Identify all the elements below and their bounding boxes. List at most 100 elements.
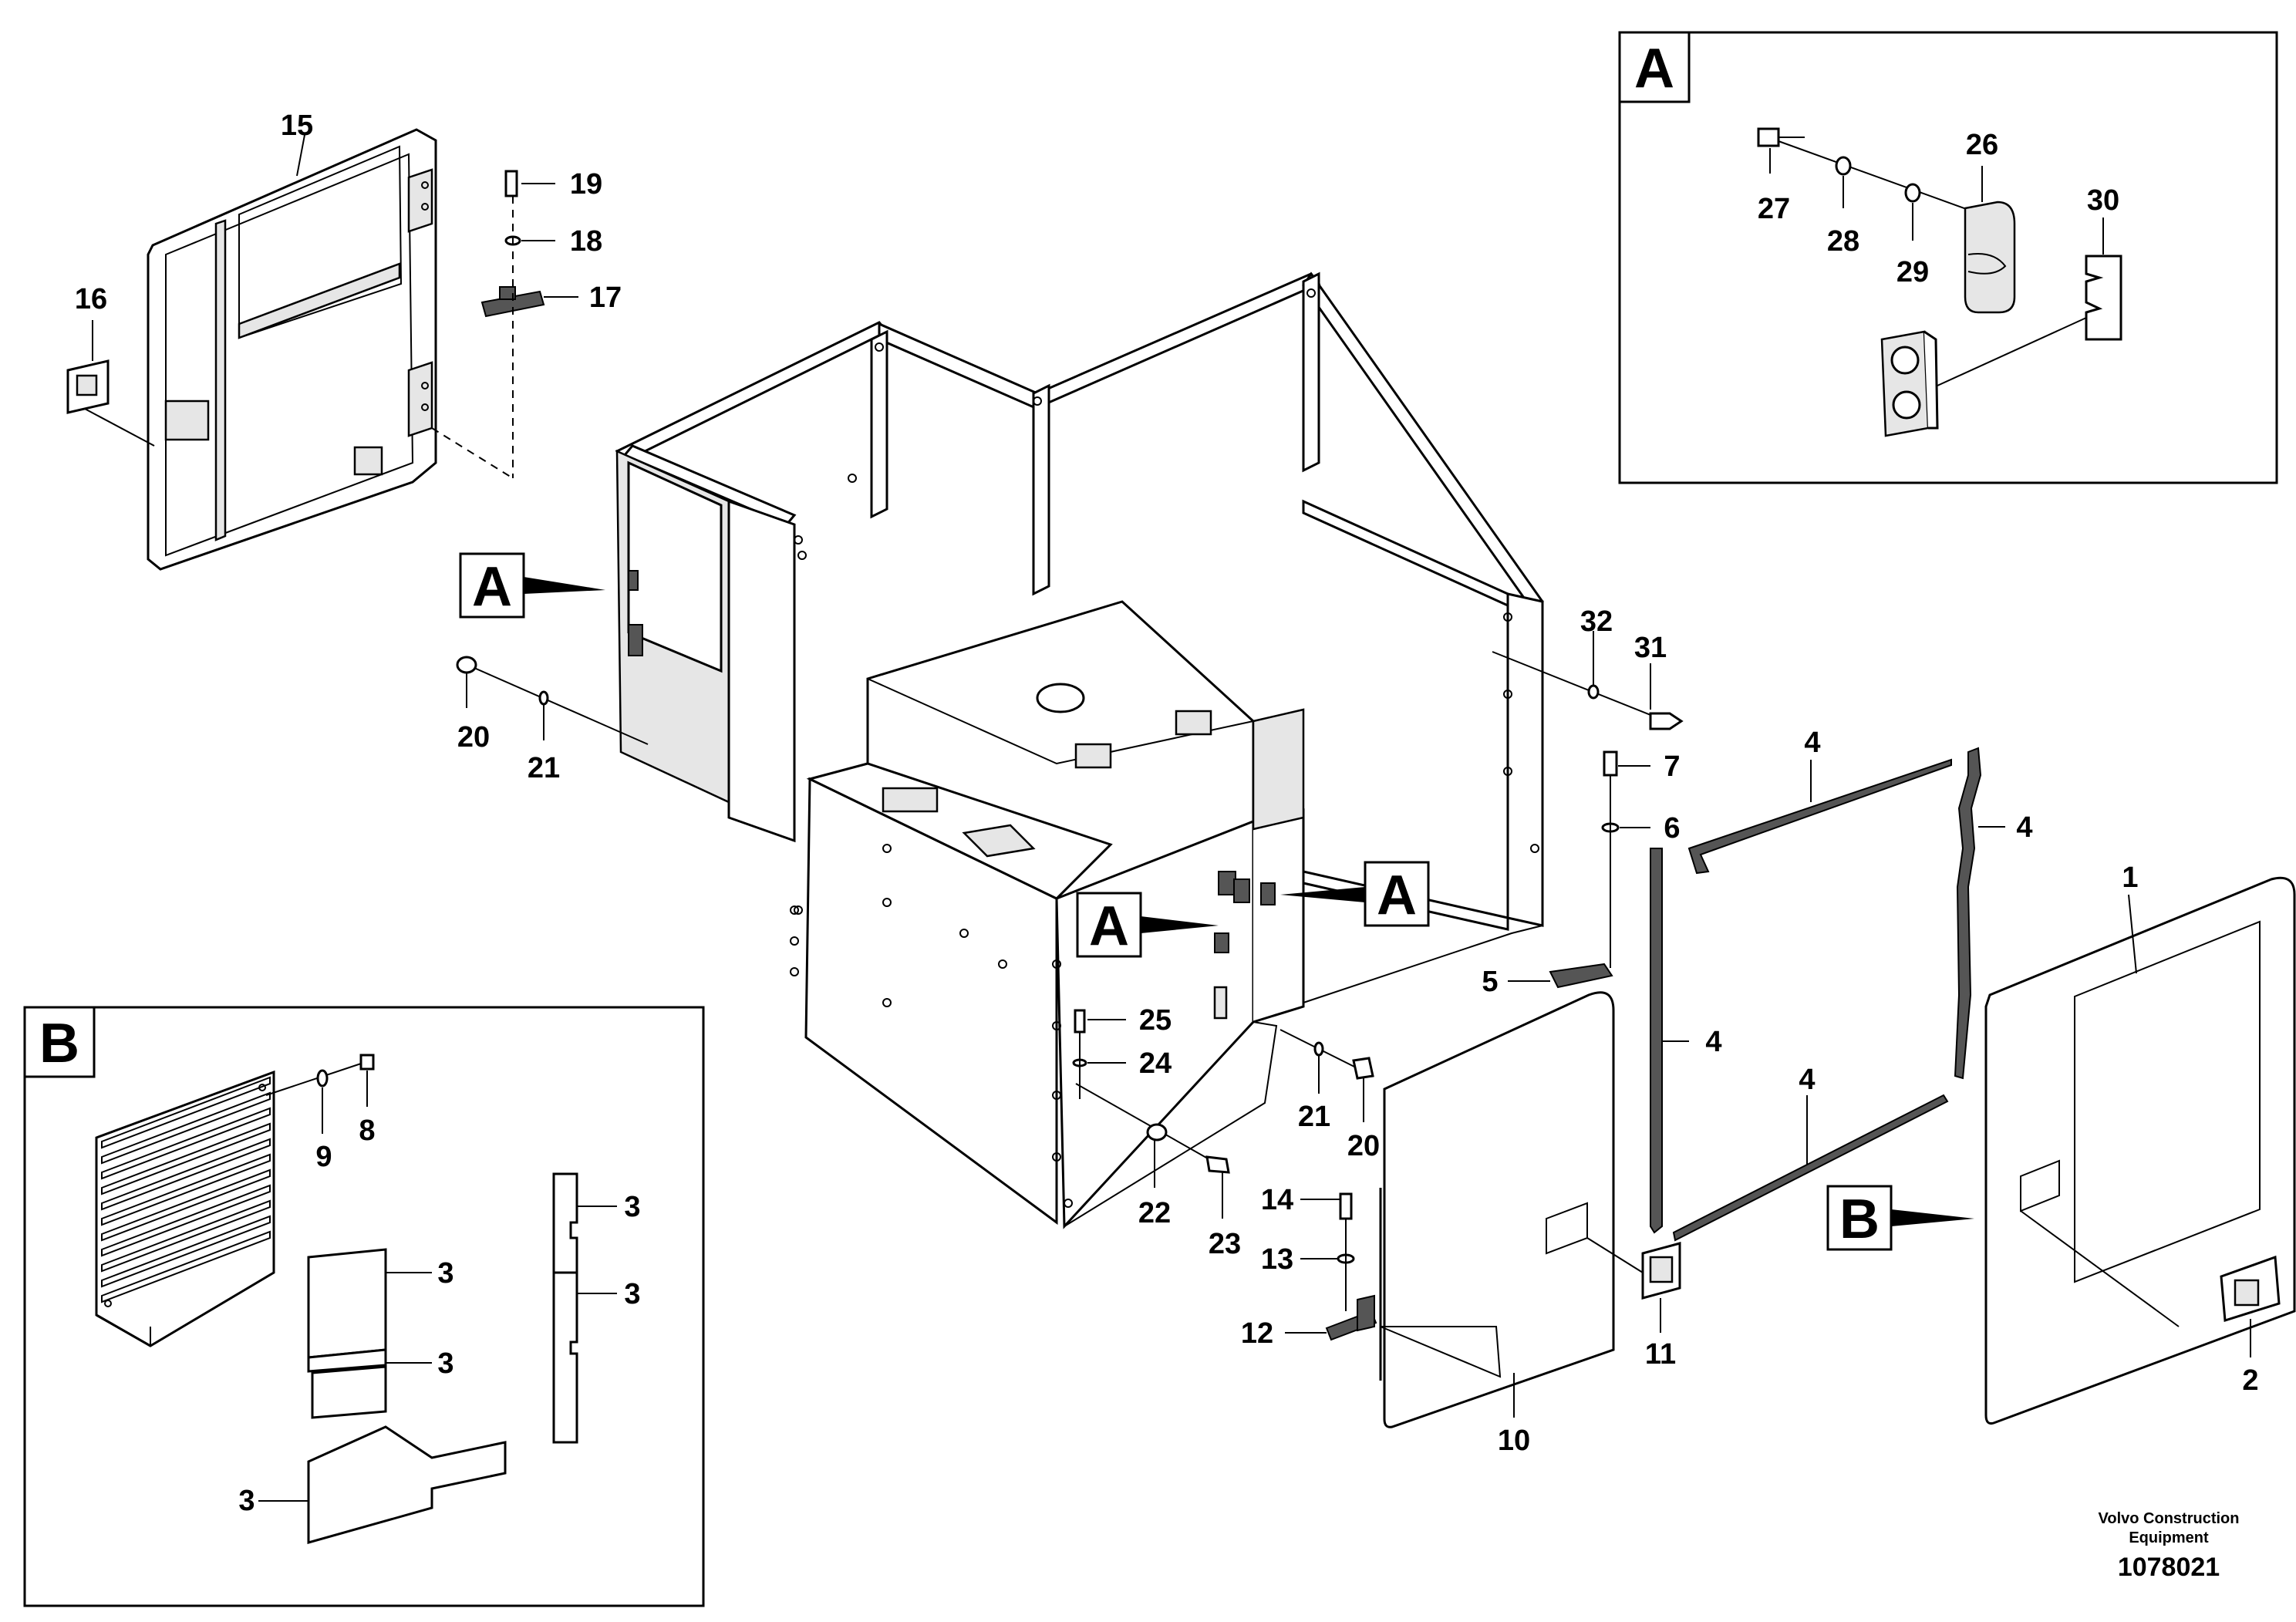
label-3-b: 3 [437, 1347, 453, 1380]
frame-bolts [790, 288, 1539, 1208]
bolt-20-right [1352, 1057, 1374, 1080]
label-30: 30 [2087, 184, 2119, 217]
label-20-right: 20 [1347, 1130, 1380, 1162]
bolt-7 [1603, 750, 1618, 777]
frame-bolt [790, 967, 799, 976]
label-24: 24 [1139, 1047, 1172, 1080]
label-3-e: 3 [238, 1485, 255, 1517]
grille-slat [101, 1076, 271, 1149]
latch-11 [1641, 1242, 1681, 1300]
label-25: 25 [1139, 1004, 1172, 1037]
detail-box-b-title: B [39, 1013, 79, 1074]
label-16: 16 [75, 283, 107, 315]
label-20-left: 20 [457, 721, 490, 754]
bolt-31 [1649, 712, 1684, 730]
label-29: 29 [1896, 256, 1929, 288]
grille-slat [101, 1168, 271, 1242]
callout-a-right: A [1280, 861, 1430, 927]
label-7: 7 [1664, 750, 1680, 783]
frame-bolt [1052, 959, 1061, 969]
washer-21-left [538, 690, 549, 706]
label-21-left: 21 [528, 752, 560, 784]
grille-slat [101, 1107, 271, 1180]
grille-slat [101, 1153, 271, 1226]
label-3-d: 3 [624, 1278, 640, 1310]
grille [95, 1070, 275, 1347]
label-8: 8 [359, 1114, 375, 1147]
bolt-25 [1074, 1009, 1086, 1034]
label-4-a: 4 [1804, 727, 1820, 759]
frame-bolt [998, 959, 1007, 969]
frame-bolt [848, 474, 857, 483]
frame-bolt [1503, 690, 1512, 699]
side-door-10 [1379, 991, 1615, 1428]
washer-21-right [1313, 1041, 1324, 1057]
document-number: 1078021 [2118, 1553, 2220, 1582]
frame-bolt [790, 905, 799, 915]
latch-2 [2220, 1255, 2281, 1322]
grille-slat [101, 1091, 271, 1165]
frame-bolt [1503, 767, 1512, 776]
main-frame [615, 271, 1544, 1229]
svg-text:A: A [472, 556, 512, 618]
label-15: 15 [281, 110, 313, 142]
frame-bolt [794, 905, 803, 915]
washer-29 [1904, 183, 1921, 203]
label-28: 28 [1827, 225, 1859, 258]
callout-a-front: A [1076, 892, 1219, 958]
bolt-14 [1339, 1192, 1353, 1220]
frame-bolt [882, 998, 892, 1007]
washer-22 [1146, 1123, 1168, 1141]
label-4-c: 4 [1705, 1026, 1721, 1058]
grille-slat [101, 1215, 271, 1288]
bolt-20-left [456, 656, 477, 674]
detail-box-b: B 9 8 3 [23, 1006, 705, 1607]
washer-32 [1587, 684, 1600, 700]
frame-bolt [882, 898, 892, 907]
callout-a-left: A [459, 552, 605, 619]
rear-door-15 [147, 128, 437, 571]
label-31: 31 [1634, 632, 1667, 664]
frame-bolt [875, 342, 884, 352]
catch-bracket [1880, 317, 2087, 437]
frame-bolt [1306, 288, 1316, 298]
bolt-27 [1757, 127, 1805, 147]
rubber-stop-26 [1964, 201, 2016, 314]
label-22: 22 [1138, 1197, 1171, 1229]
detail-box-a-title: A [1634, 38, 1674, 99]
label-6: 6 [1664, 812, 1680, 845]
maker-line-1: Volvo Construction [2099, 1510, 2240, 1527]
shim-30 [2085, 255, 2122, 341]
screw-8 [359, 1054, 375, 1071]
label-23: 23 [1209, 1228, 1241, 1260]
label-13: 13 [1261, 1243, 1293, 1276]
svg-text:A: A [1377, 865, 1417, 926]
washer-9 [316, 1069, 329, 1088]
grille-slat [101, 1122, 271, 1195]
frame-bolt [1052, 1021, 1061, 1030]
label-3-c: 3 [624, 1191, 640, 1223]
label-14: 14 [1261, 1184, 1293, 1216]
maker-line-2: Equipment [2129, 1529, 2209, 1546]
grille-slat [101, 1199, 271, 1273]
label-4-d: 4 [1799, 1064, 1815, 1096]
label-18: 18 [570, 225, 602, 258]
label-4-b: 4 [2016, 811, 2032, 844]
frame-bolt [1530, 844, 1539, 853]
label-27: 27 [1758, 193, 1790, 225]
svg-text:A: A [1089, 895, 1129, 957]
frame-bolt [794, 535, 803, 545]
grille-slat [101, 1138, 271, 1211]
label-17: 17 [589, 282, 622, 314]
svg-text:B: B [1839, 1189, 1880, 1250]
label-5: 5 [1482, 966, 1498, 998]
seal-foam-set [307, 1172, 578, 1544]
label-3-a: 3 [437, 1257, 453, 1290]
label-21-right: 21 [1298, 1101, 1330, 1133]
label-26: 26 [1966, 129, 1998, 161]
frame-bolt [790, 936, 799, 946]
frame-bolt [797, 551, 807, 560]
label-10: 10 [1498, 1425, 1530, 1457]
bolt-23 [1205, 1155, 1230, 1174]
washer-28 [1835, 156, 1852, 176]
